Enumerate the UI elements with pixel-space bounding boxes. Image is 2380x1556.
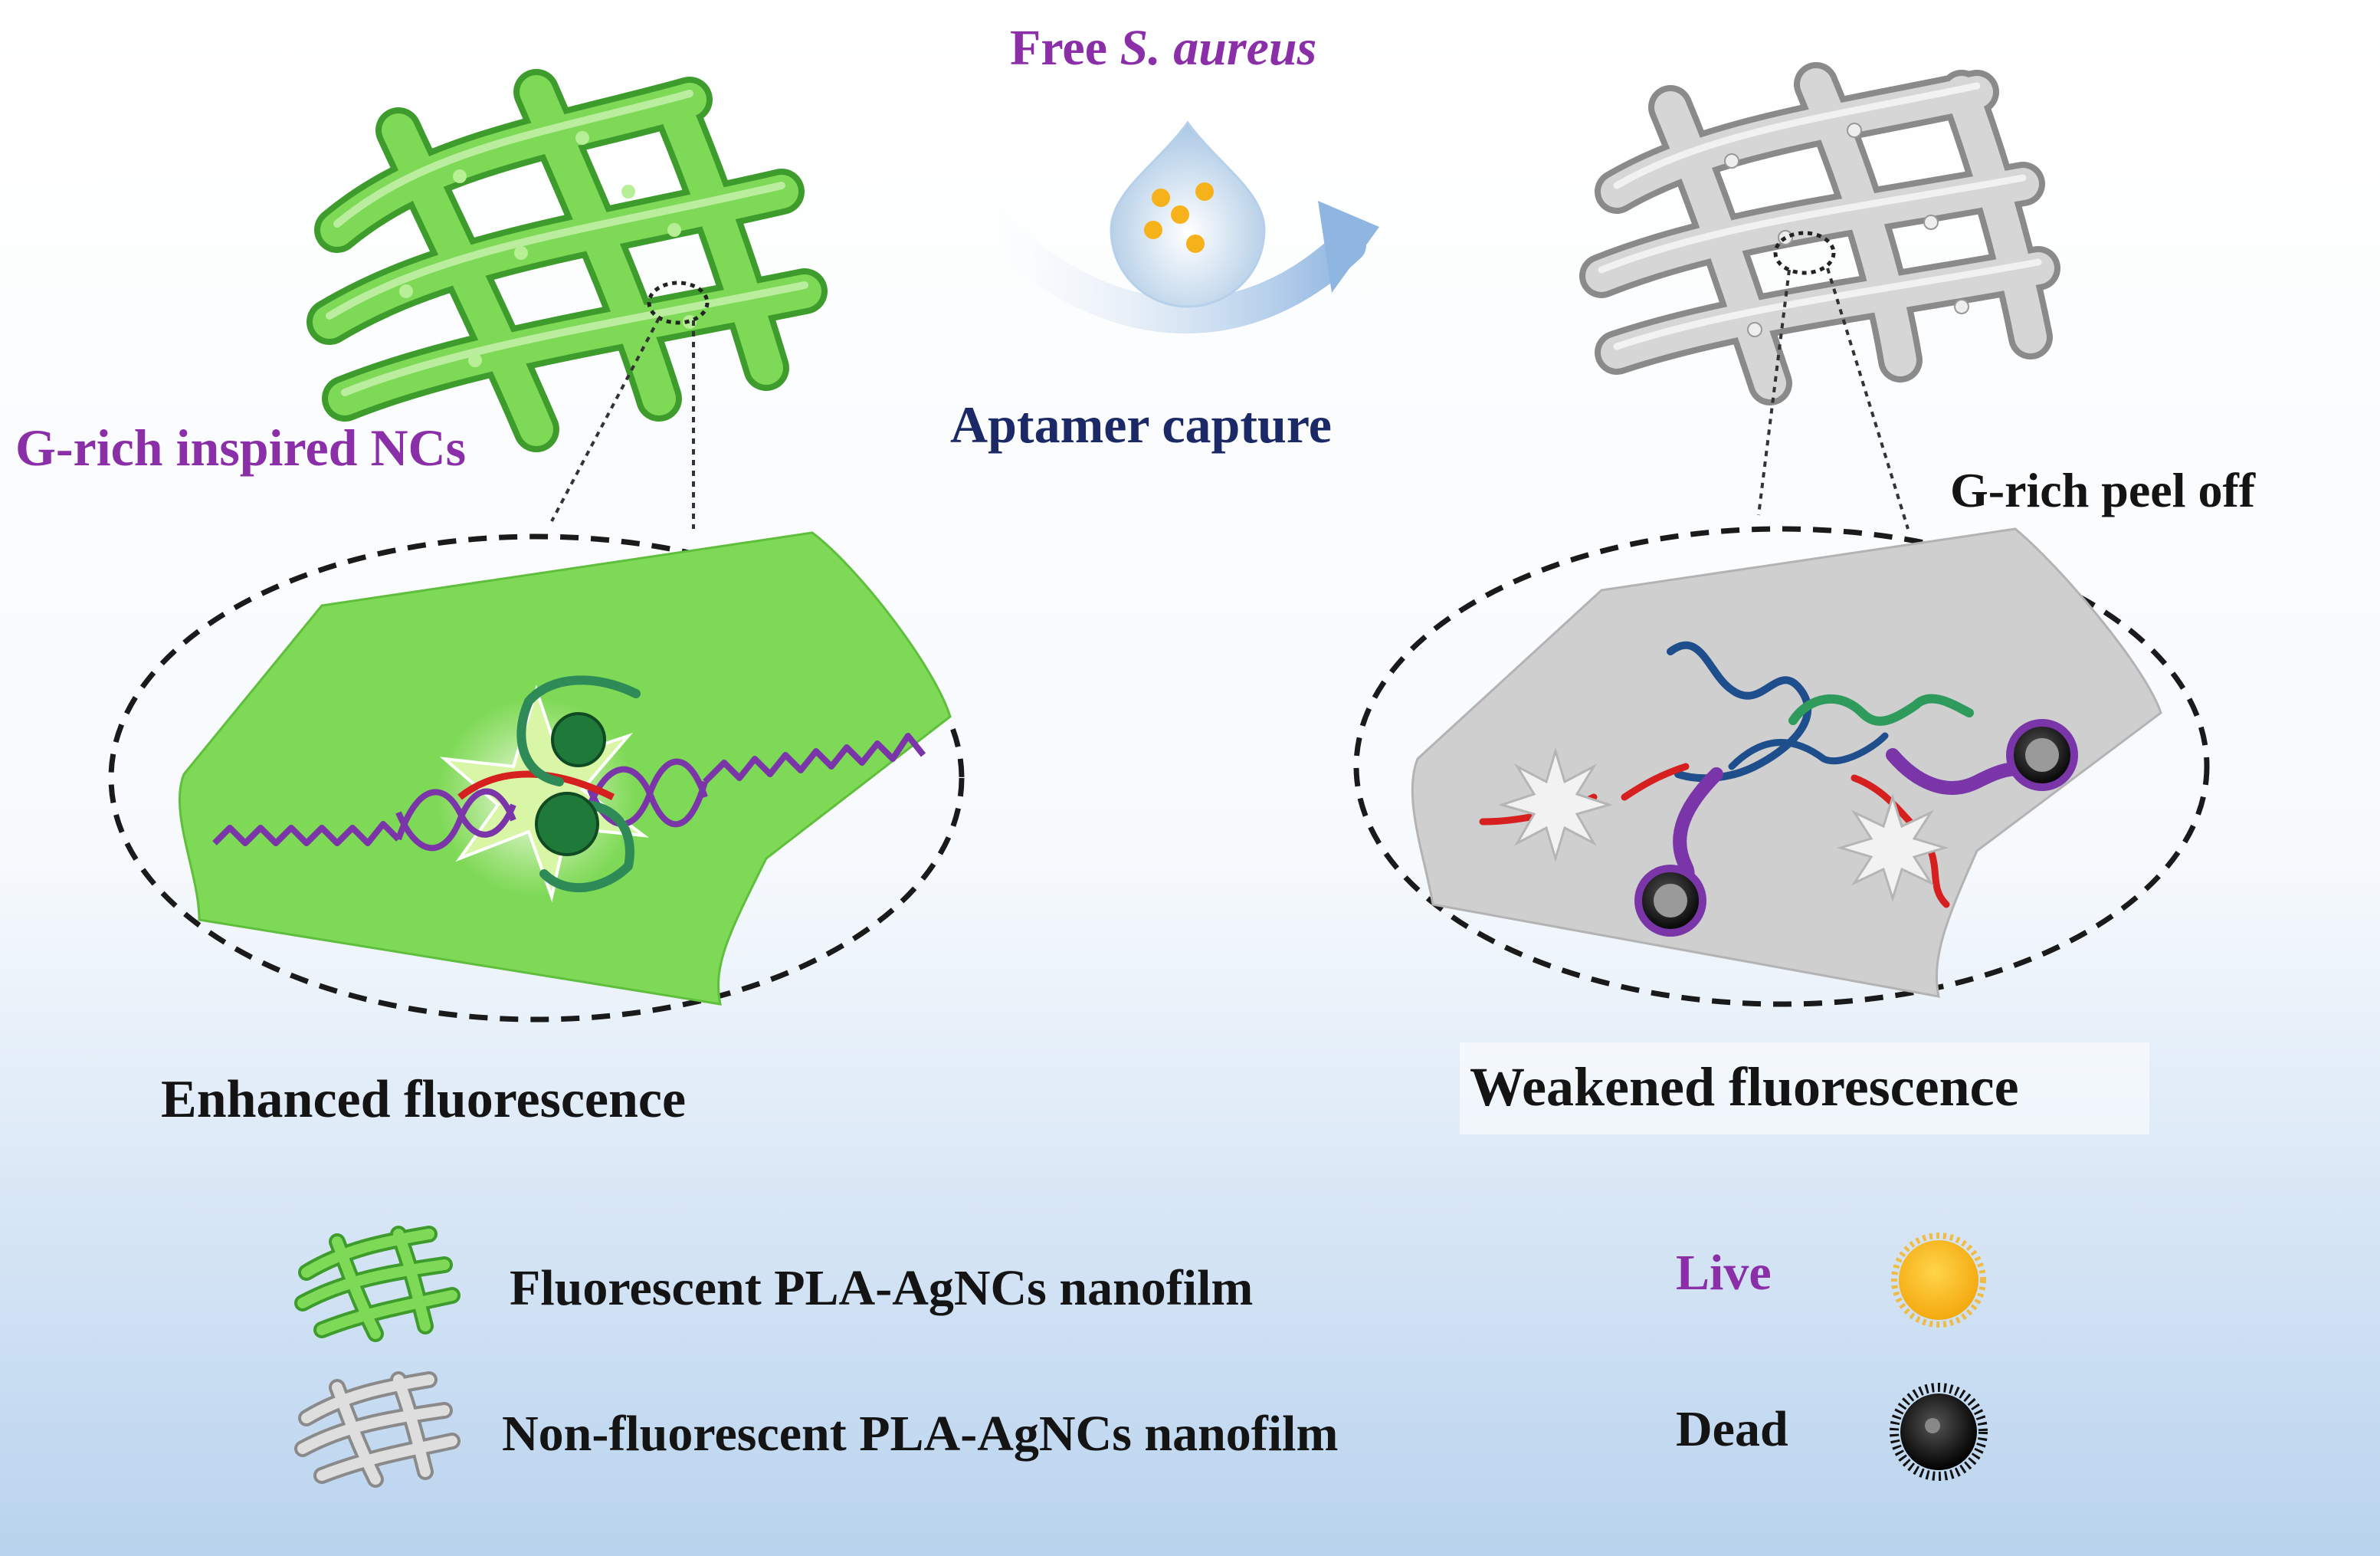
legend-non-fluorescent-icon (294, 1371, 461, 1488)
glow-star-icon (439, 684, 649, 903)
legend-dead-label: Dead (1676, 1401, 1788, 1457)
red-linker (457, 770, 615, 801)
legend-dead-bacterium-icon (1890, 1383, 1988, 1481)
weakened-fluorescence-label: Weakened fluorescence (1470, 1056, 2019, 1118)
dna-helix-right-2 (587, 758, 708, 827)
aptamer-strand-blue (1667, 642, 1812, 783)
gray-film-sheet (1411, 527, 2162, 998)
g-rich-peel-off-label: G-rich peel off (1950, 463, 2256, 517)
g-rich-inspired-label: G-rich inspired NCs (15, 419, 467, 477)
free-label-prefix: Free (1010, 20, 1120, 76)
dna-strand-right (703, 733, 926, 784)
aptamer-strand-green (1788, 694, 1974, 726)
dna-helix-left (395, 789, 516, 841)
legend-fluorescent-label: Fluorescent PLA-AgNCs nanofilm (510, 1260, 1254, 1316)
quenched-cluster-icon (1497, 747, 1614, 863)
species-name: S. aureus (1120, 20, 1317, 76)
legend-fluorescent-icon (294, 1226, 461, 1342)
dna-strand-left (212, 821, 401, 846)
capture-arrow (971, 205, 1366, 334)
legend-live-bacterium-icon (1891, 1233, 1986, 1328)
silver-cluster-icon (535, 792, 599, 856)
legend-non-fluorescent-label: Non-fluorescent PLA-AgNCs nanofilm (502, 1406, 1339, 1462)
capture-arrow-head (1318, 201, 1379, 293)
droplet-bacteria (1144, 182, 1214, 253)
zoom-marker-left (647, 281, 710, 325)
green-clamp-top (516, 675, 641, 786)
zoom-marker-right (1773, 231, 1836, 275)
silver-cluster-icon (551, 712, 606, 767)
zoom-line-right-1 (1757, 269, 1791, 516)
dead-bacterium-icon (1634, 865, 1706, 937)
zoom-line-right-2 (1826, 268, 1910, 530)
aptamer-capture-label: Aptamer capture (950, 396, 1332, 454)
free-s-aureus-label: Free S. aureus (1010, 23, 1316, 74)
non-fluorescent-nanofilm-icon (1579, 62, 2060, 405)
zoom-ellipse-right (1353, 526, 2210, 1007)
legend-live-label: Live (1676, 1245, 1772, 1301)
dna-helix-left-2 (395, 788, 516, 852)
enhanced-fluorescence-label: Enhanced fluorescence (161, 1070, 687, 1129)
weakened-label-backdrop (1460, 1042, 2149, 1134)
zoom-ellipse-left (108, 533, 965, 1023)
quenched-cluster-icon (1836, 793, 1949, 902)
fluorescent-nanofilm-icon (307, 69, 828, 452)
dead-bacterium-icon (2006, 719, 2078, 791)
aptamer-strand-blue-2 (1728, 732, 1889, 770)
